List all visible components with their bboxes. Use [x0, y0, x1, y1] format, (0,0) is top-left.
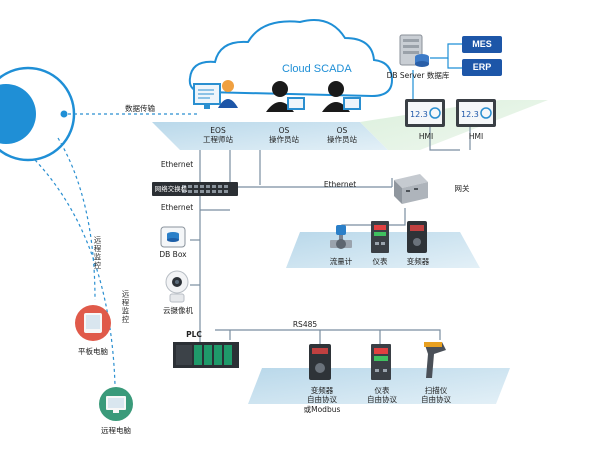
data-transfer-label: 数据传输 — [125, 104, 155, 113]
db-server-icon — [399, 34, 429, 67]
ethernet-label: Ethernet — [160, 203, 194, 212]
hmi-label: HMI — [418, 132, 434, 141]
rs485-label: RS485 — [292, 320, 318, 329]
svg-text:12.3: 12.3 — [461, 110, 479, 119]
meter-icon — [371, 344, 391, 380]
flowmeter-icon — [330, 225, 352, 249]
cloud-globe-icon — [0, 66, 76, 162]
mes-badge[interactable]: MES — [462, 36, 502, 53]
hmi-label: HMI — [468, 132, 484, 141]
meter-label: 仪表 — [372, 257, 388, 266]
station-label-os: OS 操作员站 — [269, 126, 299, 145]
engineer-station-icon — [193, 80, 238, 109]
network-switch-icon — [152, 182, 238, 196]
tablet-icon — [75, 305, 111, 341]
scanner-protocol-label: 扫描仪 自由协议 — [421, 386, 451, 405]
meter-protocol-label: 仪表 自由协议 — [367, 386, 397, 405]
hmi-panel-icon: 12.3 — [456, 99, 496, 127]
inverter-protocol-label: 变频器 自由协议 或Modbus — [303, 386, 341, 414]
station-label-eos: EOS 工程师站 — [203, 126, 233, 145]
erp-badge[interactable]: ERP — [462, 59, 502, 76]
remote-monitor-label: 远程监控 — [121, 290, 130, 324]
scanner-icon — [424, 342, 446, 378]
remote-links — [34, 113, 200, 386]
remote-pc-label: 远程电脑 — [101, 426, 131, 435]
station-label-os: OS 操作员站 — [327, 126, 357, 145]
gateway-icon — [394, 174, 428, 204]
inverter-icon — [407, 221, 427, 253]
db-box-icon — [160, 226, 186, 248]
db-box-label: DB Box — [159, 250, 187, 259]
camera-label: 云摄像机 — [163, 306, 193, 315]
plc-label: PLC — [186, 330, 202, 339]
remote-pc-icon — [99, 387, 133, 421]
tablet-label: 平板电脑 — [78, 347, 108, 356]
plc-icon — [173, 342, 239, 368]
hmi-panel-icon: 12.3 — [405, 99, 445, 127]
inverter-icon — [309, 344, 331, 380]
inverter-label: 变频器 — [406, 257, 430, 266]
hmi-platform — [360, 100, 548, 150]
svg-text:12.3: 12.3 — [410, 110, 428, 119]
switch-label: 网络交换机 — [154, 185, 188, 193]
remote-monitor-label: 远程监控 — [93, 236, 102, 270]
network-lines — [190, 120, 471, 345]
operator-station-icon — [266, 81, 305, 112]
cloud-scada-title: Cloud SCADA — [282, 63, 352, 75]
ethernet-label: Ethernet — [323, 180, 357, 189]
scada-platform — [152, 122, 388, 150]
gateway-label: 网关 — [454, 184, 470, 193]
cloud-shape — [188, 19, 394, 98]
db-server-label: DB Server 数据库 — [386, 71, 450, 80]
ethernet-label: Ethernet — [160, 160, 194, 169]
operator-station-icon — [322, 81, 361, 112]
meter-icon — [371, 221, 389, 253]
flowmeter-label: 流量计 — [329, 257, 353, 266]
camera-icon — [165, 270, 189, 303]
